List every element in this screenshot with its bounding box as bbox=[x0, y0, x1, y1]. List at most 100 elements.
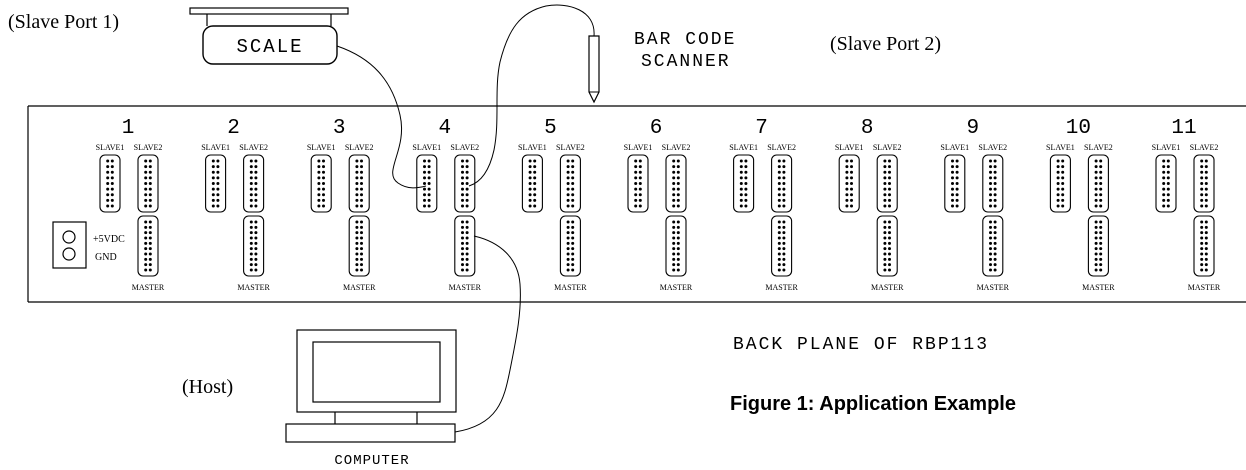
slave1-connector-pin bbox=[1056, 165, 1060, 169]
slave1-connector-pin bbox=[1162, 182, 1166, 185]
slave2-connector-pin bbox=[1094, 159, 1098, 163]
slave2-connector-pin bbox=[672, 159, 676, 163]
slave2-connector-pin bbox=[148, 170, 152, 174]
power-connector: +5VDC GND bbox=[52, 221, 125, 269]
master-connector-pin bbox=[571, 220, 575, 224]
master-connector-pin bbox=[254, 241, 258, 245]
master-connector-pin bbox=[672, 257, 676, 261]
master-connector-shell bbox=[1193, 215, 1215, 277]
slave1-connector-pin bbox=[533, 198, 537, 202]
master-connector-pin bbox=[148, 236, 152, 240]
master-connector-shell bbox=[876, 215, 898, 277]
slave2-connector-pin bbox=[676, 193, 680, 197]
slave2-connector-pin bbox=[782, 176, 786, 180]
master-connector-pin bbox=[148, 231, 152, 235]
master-connector-pin bbox=[777, 220, 781, 224]
master-connector-pin bbox=[249, 241, 253, 245]
master-connector bbox=[454, 215, 476, 277]
barcode-scanner: BAR CODE SCANNER bbox=[588, 30, 734, 104]
slave2-connector-pin bbox=[989, 182, 992, 185]
slave2-connector-pin bbox=[676, 182, 680, 185]
slave1-connector bbox=[838, 154, 860, 213]
master-connector-pin bbox=[1094, 225, 1098, 229]
master-connector-pin bbox=[888, 231, 891, 235]
slave1-connector-pin bbox=[1166, 187, 1170, 191]
slave2-connector-pin bbox=[566, 182, 570, 185]
master-connector-pin bbox=[676, 257, 680, 261]
slave2-label: SLAVE2 bbox=[239, 143, 268, 152]
slave1-connector-pin bbox=[744, 193, 748, 197]
slave2-connector-pin bbox=[360, 204, 363, 208]
master-connector-pin bbox=[1204, 225, 1208, 229]
master-connector-pin bbox=[777, 247, 781, 251]
master-connector-pin bbox=[360, 257, 363, 261]
slave1-connector-pin bbox=[533, 193, 537, 197]
slave2-label: SLAVE2 bbox=[1084, 143, 1113, 152]
master-connector-pin bbox=[989, 225, 992, 229]
master-connector-pin bbox=[989, 241, 992, 245]
slave2-connector-pin bbox=[777, 176, 781, 180]
port-number: 9 bbox=[966, 117, 979, 140]
slave1-connector bbox=[627, 154, 649, 213]
slave1-connector-pin bbox=[850, 187, 853, 191]
slave1-connector-pin bbox=[850, 165, 853, 169]
slave2-connector-shell bbox=[348, 154, 370, 213]
slave2-connector-pin bbox=[777, 182, 781, 185]
slave2-connector-pin bbox=[672, 198, 676, 202]
slave2-connector-pin bbox=[1099, 159, 1103, 163]
master-connector-pin bbox=[355, 257, 359, 261]
slave2-connector-pin bbox=[883, 198, 887, 202]
master-connector-pin bbox=[1099, 231, 1103, 235]
slave2-connector-pin bbox=[1204, 187, 1208, 191]
master-connector-pin bbox=[888, 220, 891, 224]
master-connector-pin bbox=[888, 247, 891, 251]
slave2-connector-pin bbox=[148, 193, 152, 197]
slave2-connector-pin bbox=[465, 182, 469, 185]
slave2-connector-pin bbox=[144, 193, 148, 197]
slave2-connector-pin bbox=[1200, 187, 1204, 191]
slave1-connector-pin bbox=[317, 193, 321, 197]
master-connector-pin bbox=[566, 231, 570, 235]
master-label: MASTER bbox=[132, 283, 165, 292]
master-connector-pin bbox=[993, 220, 997, 224]
master-connector-pin bbox=[148, 252, 152, 256]
slave2-connector-pin bbox=[465, 176, 469, 180]
slave1-connector-pin bbox=[106, 176, 110, 180]
master-connector-pin bbox=[461, 236, 464, 240]
master-label: MASTER bbox=[660, 283, 693, 292]
master-connector-pin bbox=[1200, 257, 1204, 261]
master-connector-pin bbox=[360, 236, 363, 240]
slave1-connector-pin bbox=[423, 170, 426, 174]
slave1-connector-pin bbox=[951, 159, 954, 163]
slave1-connector-pin bbox=[739, 204, 743, 208]
master-connector-pin bbox=[672, 231, 676, 235]
slave2-connector-pin bbox=[993, 204, 997, 208]
master-connector-pin bbox=[355, 241, 359, 245]
slave1-connector-pin bbox=[423, 187, 426, 191]
slave2-connector-pin bbox=[1099, 182, 1103, 185]
slave1-connector-pin bbox=[739, 198, 743, 202]
slave2-connector-pin bbox=[360, 193, 363, 197]
slave2-connector-pin bbox=[672, 170, 676, 174]
slave1-connector-pin bbox=[110, 182, 114, 185]
slave2-connector-pin bbox=[1099, 170, 1103, 174]
slave1-connector-pin bbox=[211, 159, 215, 163]
slave1-connector-pin bbox=[423, 198, 426, 202]
master-connector-pin bbox=[1204, 268, 1208, 272]
slave1-connector-pin bbox=[1056, 170, 1060, 174]
slave1-connector bbox=[416, 154, 438, 213]
slave2-label: SLAVE2 bbox=[873, 143, 902, 152]
slave1-connector-pin bbox=[744, 159, 748, 163]
slave1-connector-pin bbox=[1162, 165, 1166, 169]
slave1-connector-pin bbox=[739, 176, 743, 180]
slave1-connector-shell bbox=[99, 154, 121, 213]
slave1-connector-pin bbox=[850, 198, 853, 202]
slave1-connector-pin bbox=[423, 165, 426, 169]
master-connector-pin bbox=[1200, 236, 1204, 240]
slave1-connector-shell bbox=[416, 154, 438, 213]
slave2-connector-shell bbox=[137, 154, 159, 213]
slave2-connector-pin bbox=[249, 159, 253, 163]
